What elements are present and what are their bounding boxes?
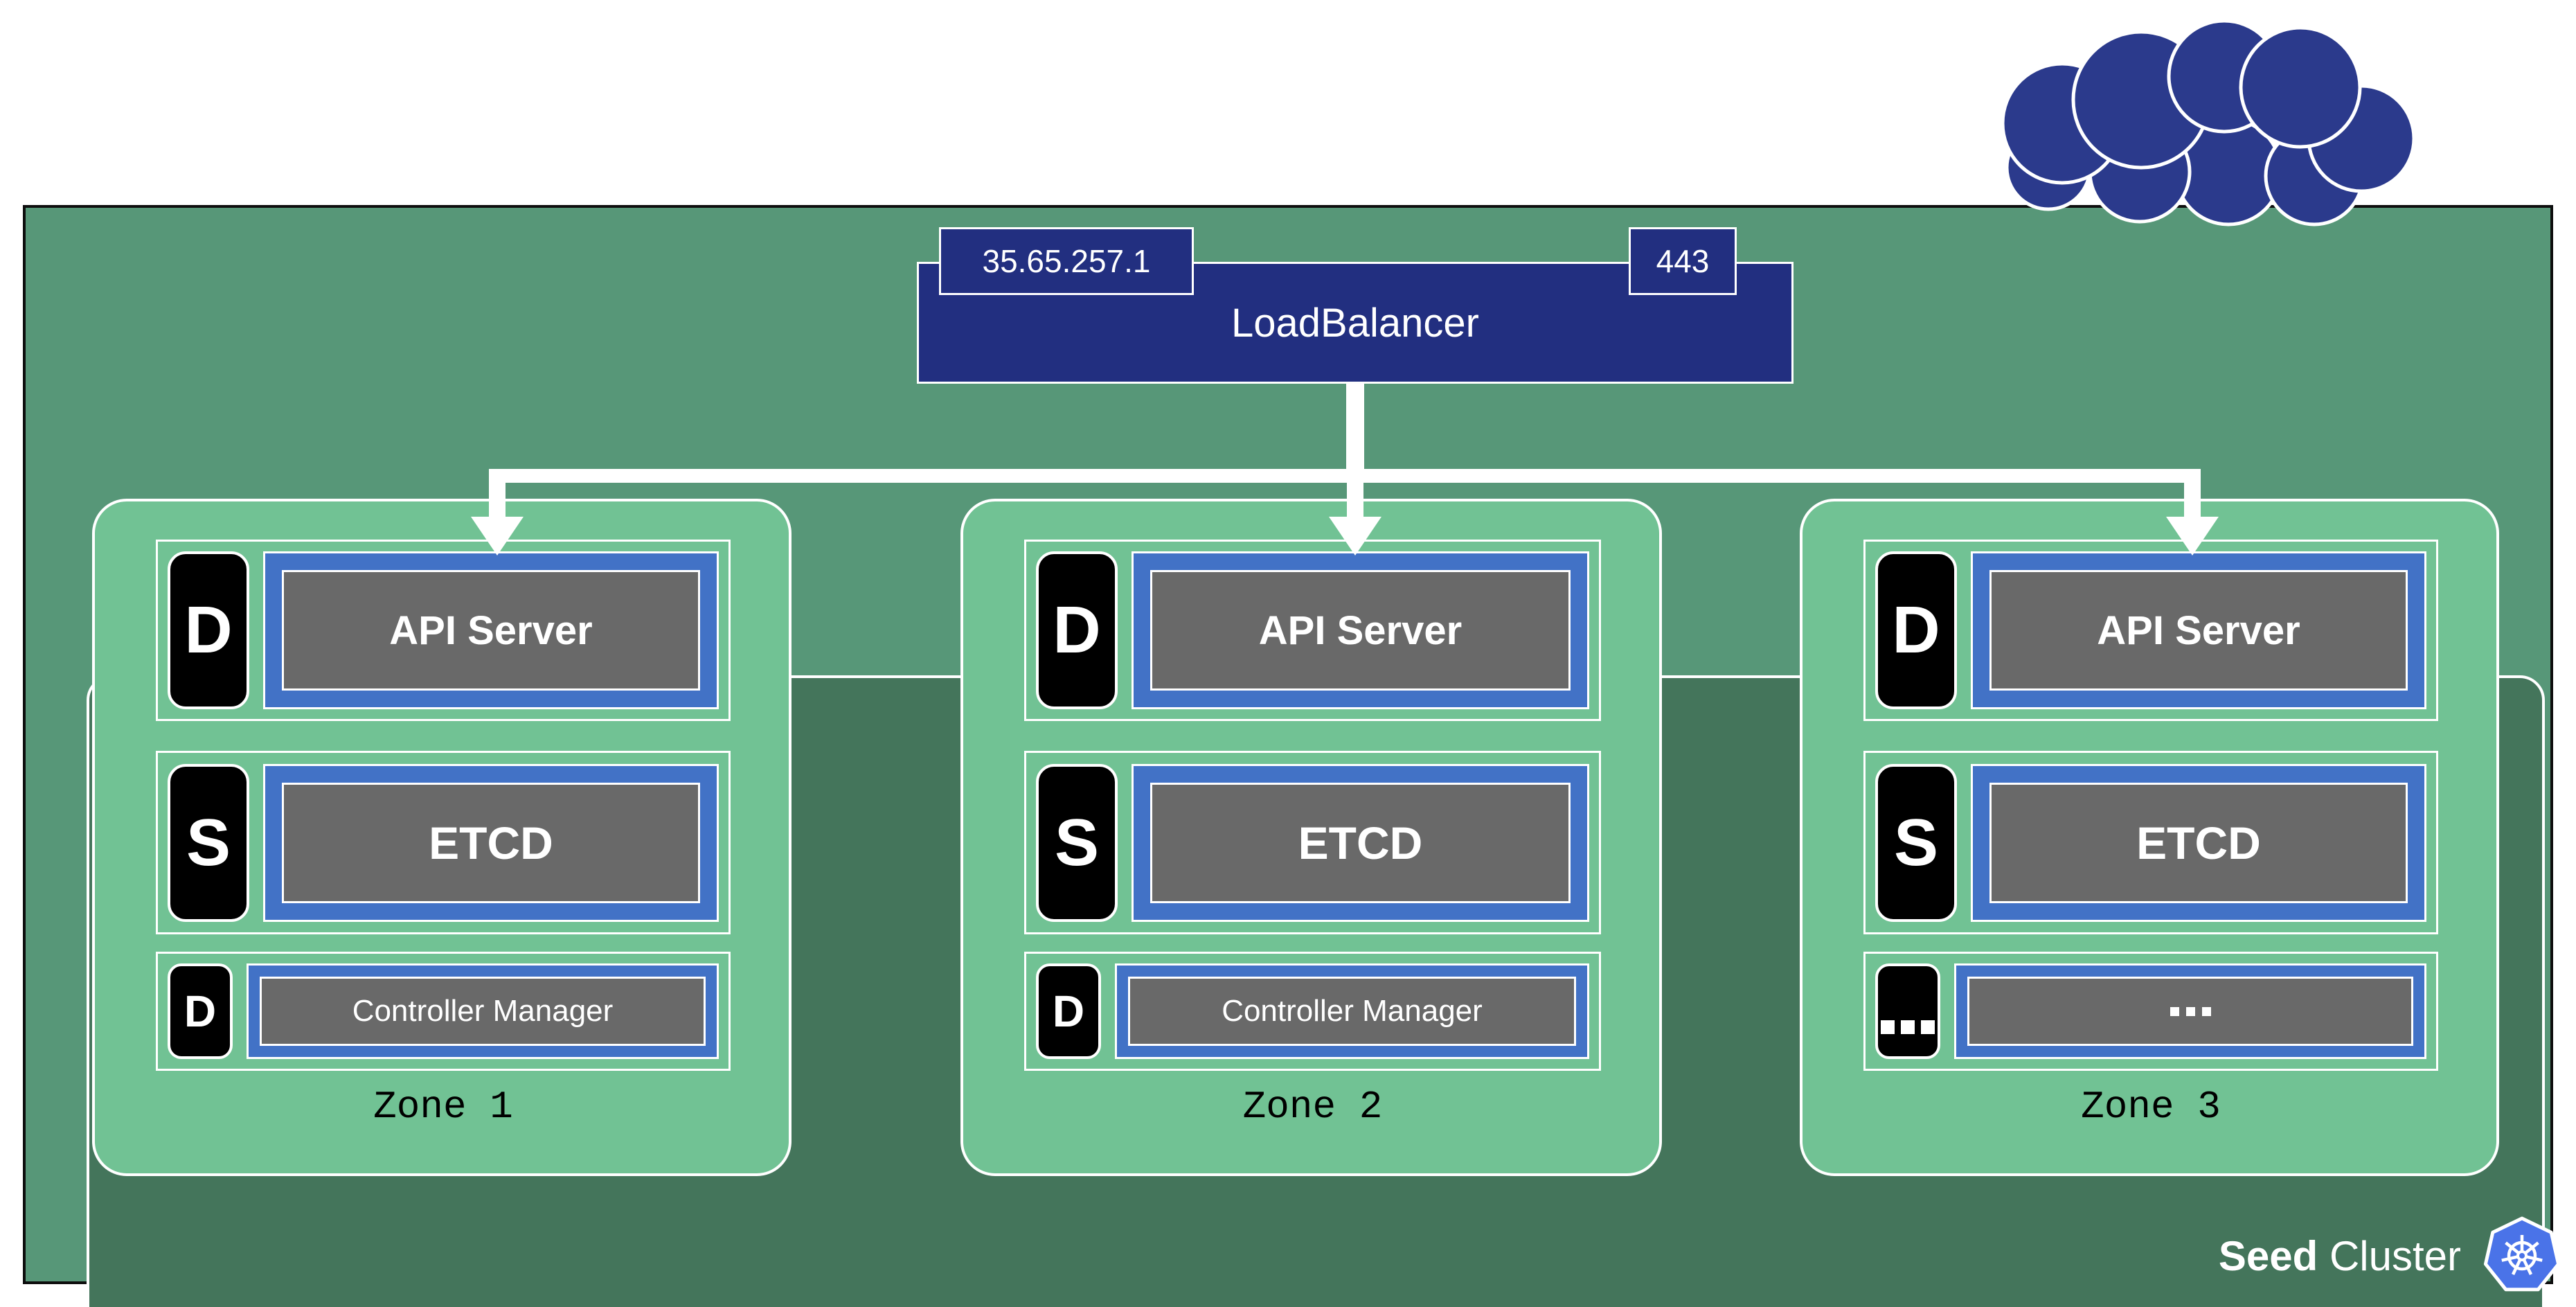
component-label: API Server	[1150, 570, 1571, 691]
seed-cluster-label: Seed Cluster	[2219, 1213, 2565, 1299]
component-box: ETCD	[263, 763, 719, 922]
cloud-icon	[2001, 19, 2416, 226]
zone-3: D API Server S ETCD	[1800, 499, 2499, 1176]
row-api-server: D API Server	[1024, 540, 1601, 721]
ellipsis-square	[2170, 1006, 2179, 1016]
component-box: API Server	[1132, 551, 1589, 709]
ellipsis-icon	[1875, 963, 1940, 1059]
ellipsis-square	[2185, 1006, 2195, 1016]
component-box: ETCD	[1971, 763, 2426, 922]
row-controller-manager: D Controller Manager	[156, 952, 731, 1071]
zone-label: Zone 3	[2081, 1085, 2221, 1129]
deployment-badge: D	[168, 551, 249, 709]
statefulset-badge: S	[1036, 763, 1118, 922]
seed-cluster-text-bold: Seed	[2218, 1232, 2318, 1279]
component-label: ETCD	[282, 782, 700, 903]
component-label: API Server	[282, 570, 700, 691]
statefulset-badge: S	[168, 763, 249, 922]
component-box: API Server	[263, 551, 719, 709]
zone-label: Zone 2	[1242, 1085, 1383, 1129]
row-etcd: S ETCD	[1024, 751, 1601, 934]
component-box: API Server	[1971, 551, 2426, 709]
row-etcd: S ETCD	[1863, 751, 2438, 934]
seed-cluster-text-rest: Cluster	[2329, 1232, 2461, 1279]
component-label: ETCD	[1150, 782, 1571, 903]
component-box: Controller Manager	[1115, 963, 1589, 1059]
ellipsis-square	[1881, 1020, 1895, 1034]
component-box: ETCD	[1132, 763, 1589, 922]
row-controller-manager: D Controller Manager	[1024, 952, 1601, 1071]
component-label: Controller Manager	[1128, 977, 1576, 1046]
ellipsis-square	[1901, 1020, 1915, 1034]
statefulset-badge: S	[1875, 763, 1957, 922]
row-api-server: D API Server	[1863, 540, 2438, 721]
deployment-badge: D	[168, 963, 233, 1059]
ellipsis-icon	[1967, 977, 2413, 1046]
deployment-badge: D	[1875, 551, 1957, 709]
loadbalancer-ip-tag: 35.65.257.1	[939, 227, 1194, 295]
seed-cluster-text: Seed Cluster	[2219, 1232, 2461, 1280]
row-api-server: D API Server	[156, 540, 731, 721]
component-label: API Server	[1989, 570, 2408, 691]
row-more-components	[1863, 952, 2438, 1071]
component-label: Controller Manager	[260, 977, 706, 1046]
kubernetes-icon	[2483, 1216, 2561, 1292]
deployment-badge: D	[1036, 551, 1118, 709]
component-label: ETCD	[1989, 782, 2408, 903]
zone-2: D API Server S ETCD D Controller Manager…	[960, 499, 1662, 1176]
component-box: Controller Manager	[247, 963, 719, 1059]
component-box	[1954, 963, 2426, 1059]
zone-1: D API Server S ETCD D Controller Manager…	[92, 499, 791, 1176]
deployment-badge: D	[1036, 963, 1101, 1059]
loadbalancer-label: LoadBalancer	[1231, 300, 1479, 346]
row-etcd: S ETCD	[156, 751, 731, 934]
ellipsis-square	[2201, 1006, 2211, 1016]
ellipsis-square	[1921, 1020, 1935, 1034]
loadbalancer-port-tag: 443	[1629, 227, 1737, 295]
zone-label: Zone 1	[373, 1085, 513, 1129]
